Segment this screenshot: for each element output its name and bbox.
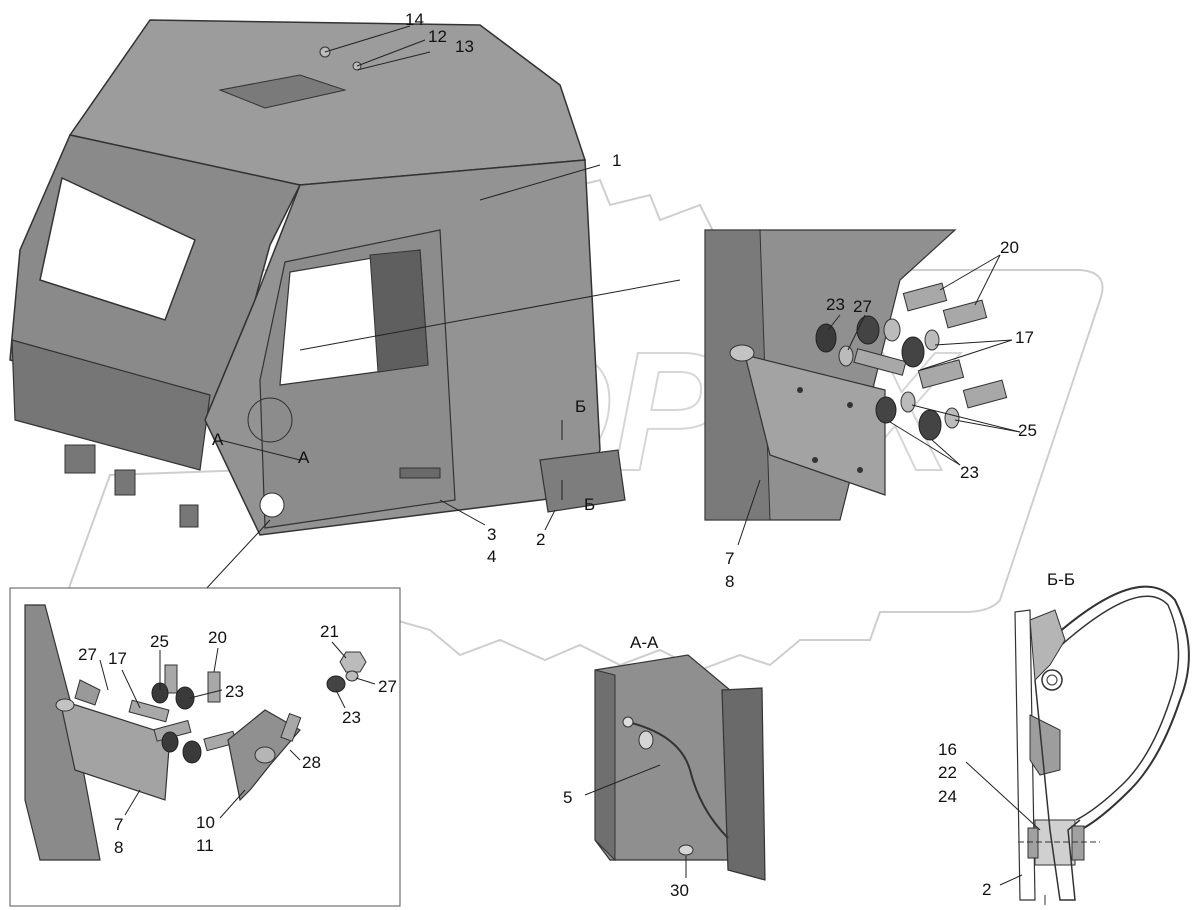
inset-nut-21 [339,651,367,673]
cab-side-step [539,449,626,513]
label-20-top: 20 [1000,238,1019,257]
label-27-top: 27 [853,297,872,316]
inset-bolt-25 [164,664,178,694]
label-17-top: 17 [1015,328,1034,347]
washer-23-e [918,409,942,441]
label-17-inset: 17 [108,649,127,668]
section-aa-line [219,439,301,461]
washer-23-a [815,323,837,353]
marker-b-bottom: Б [584,495,595,514]
label-25-top: 25 [1018,421,1037,440]
section-bb-view [965,585,1190,905]
door-window-inner [369,249,429,373]
label-8-top: 8 [725,572,734,591]
bb-pivot [1041,669,1063,691]
hinge-detail-top [704,229,1021,546]
truck-cab [9,19,626,536]
washer-23-d [875,396,897,424]
marker-a-top: A [212,430,224,449]
bolt-25 [962,379,1008,409]
washer-25-b [924,329,940,351]
label-3: 3 [487,525,496,544]
label-20-inset: 20 [208,628,227,647]
label-7-inset: 7 [114,815,123,834]
front-support-left [64,444,96,474]
label-27-inset-b: 27 [378,677,397,696]
bolt-17 [917,359,965,389]
cab-pillar-edge [704,229,771,521]
washer-27 [838,345,854,367]
label-1: 1 [612,151,621,170]
label-13: 13 [455,37,474,56]
aa-rivet-30 [678,844,694,856]
label-23-inset-b: 23 [342,708,361,727]
label-11-inset: 11 [196,836,214,855]
section-aa-view [584,654,766,881]
aa-door-edge [721,687,766,881]
label-12: 12 [428,27,447,46]
washer-25-a [883,318,901,342]
label-2-bb: 2 [982,880,991,899]
label-14: 14 [405,10,424,29]
label-22: 22 [938,763,957,782]
bolt-20-upper [902,282,948,312]
label-16: 16 [938,740,957,759]
marker-a-right: A [298,448,310,467]
washer-23-b [856,315,880,345]
bolt-20-right [942,299,988,329]
hinge-plate-7 [744,354,886,496]
door-handle [399,467,441,479]
hinge-circle-marker [247,397,293,443]
hinge-pivot [729,344,755,362]
label-21-inset: 21 [320,622,339,641]
label-5: 5 [563,788,572,807]
inset-washer-23 [326,675,346,693]
label-10-inset: 10 [196,813,215,832]
section-bb-title: Б-Б [1047,570,1075,589]
inset-hinge-plate [59,699,171,801]
label-28-inset: 28 [302,753,321,772]
label-7-top: 7 [725,549,734,568]
label-23-inset: 23 [225,682,244,701]
label-27-inset: 27 [78,645,97,664]
aa-strap-5 [627,721,729,839]
label-4: 4 [487,547,496,566]
inset-bolt-20 [207,671,221,703]
marker-b-top: Б [575,397,586,416]
label-30: 30 [670,881,689,900]
front-support-center [179,504,199,528]
washer-23-c [901,336,925,368]
label-8-inset: 8 [114,838,123,857]
front-support-right [114,469,136,496]
front-panel [11,339,211,471]
section-aa-title: А-А [630,633,659,652]
callout-labels: 14 12 13 1 20 23 27 17 25 23 3 4 2 7 8 2… [78,10,1037,900]
washer-25-d [944,407,960,429]
section-markers: A A Б Б [212,397,595,514]
label-23-top: 23 [826,295,845,314]
inset-hinge-assembly [9,587,401,907]
washer-25-c [900,391,916,413]
inset-hinge-pivot [55,698,75,712]
label-23-top-b: 23 [960,463,979,482]
bolt-through [853,348,907,376]
leader-lines-main [204,25,681,591]
roof-hatch [218,74,347,109]
label-25-inset: 25 [150,632,169,651]
windshield [39,176,196,321]
label-2: 2 [536,530,545,549]
hinge-hole-marker [259,492,285,518]
inset-pillar [24,604,101,861]
label-24: 24 [938,787,957,806]
inset-washer-27 [345,670,359,682]
